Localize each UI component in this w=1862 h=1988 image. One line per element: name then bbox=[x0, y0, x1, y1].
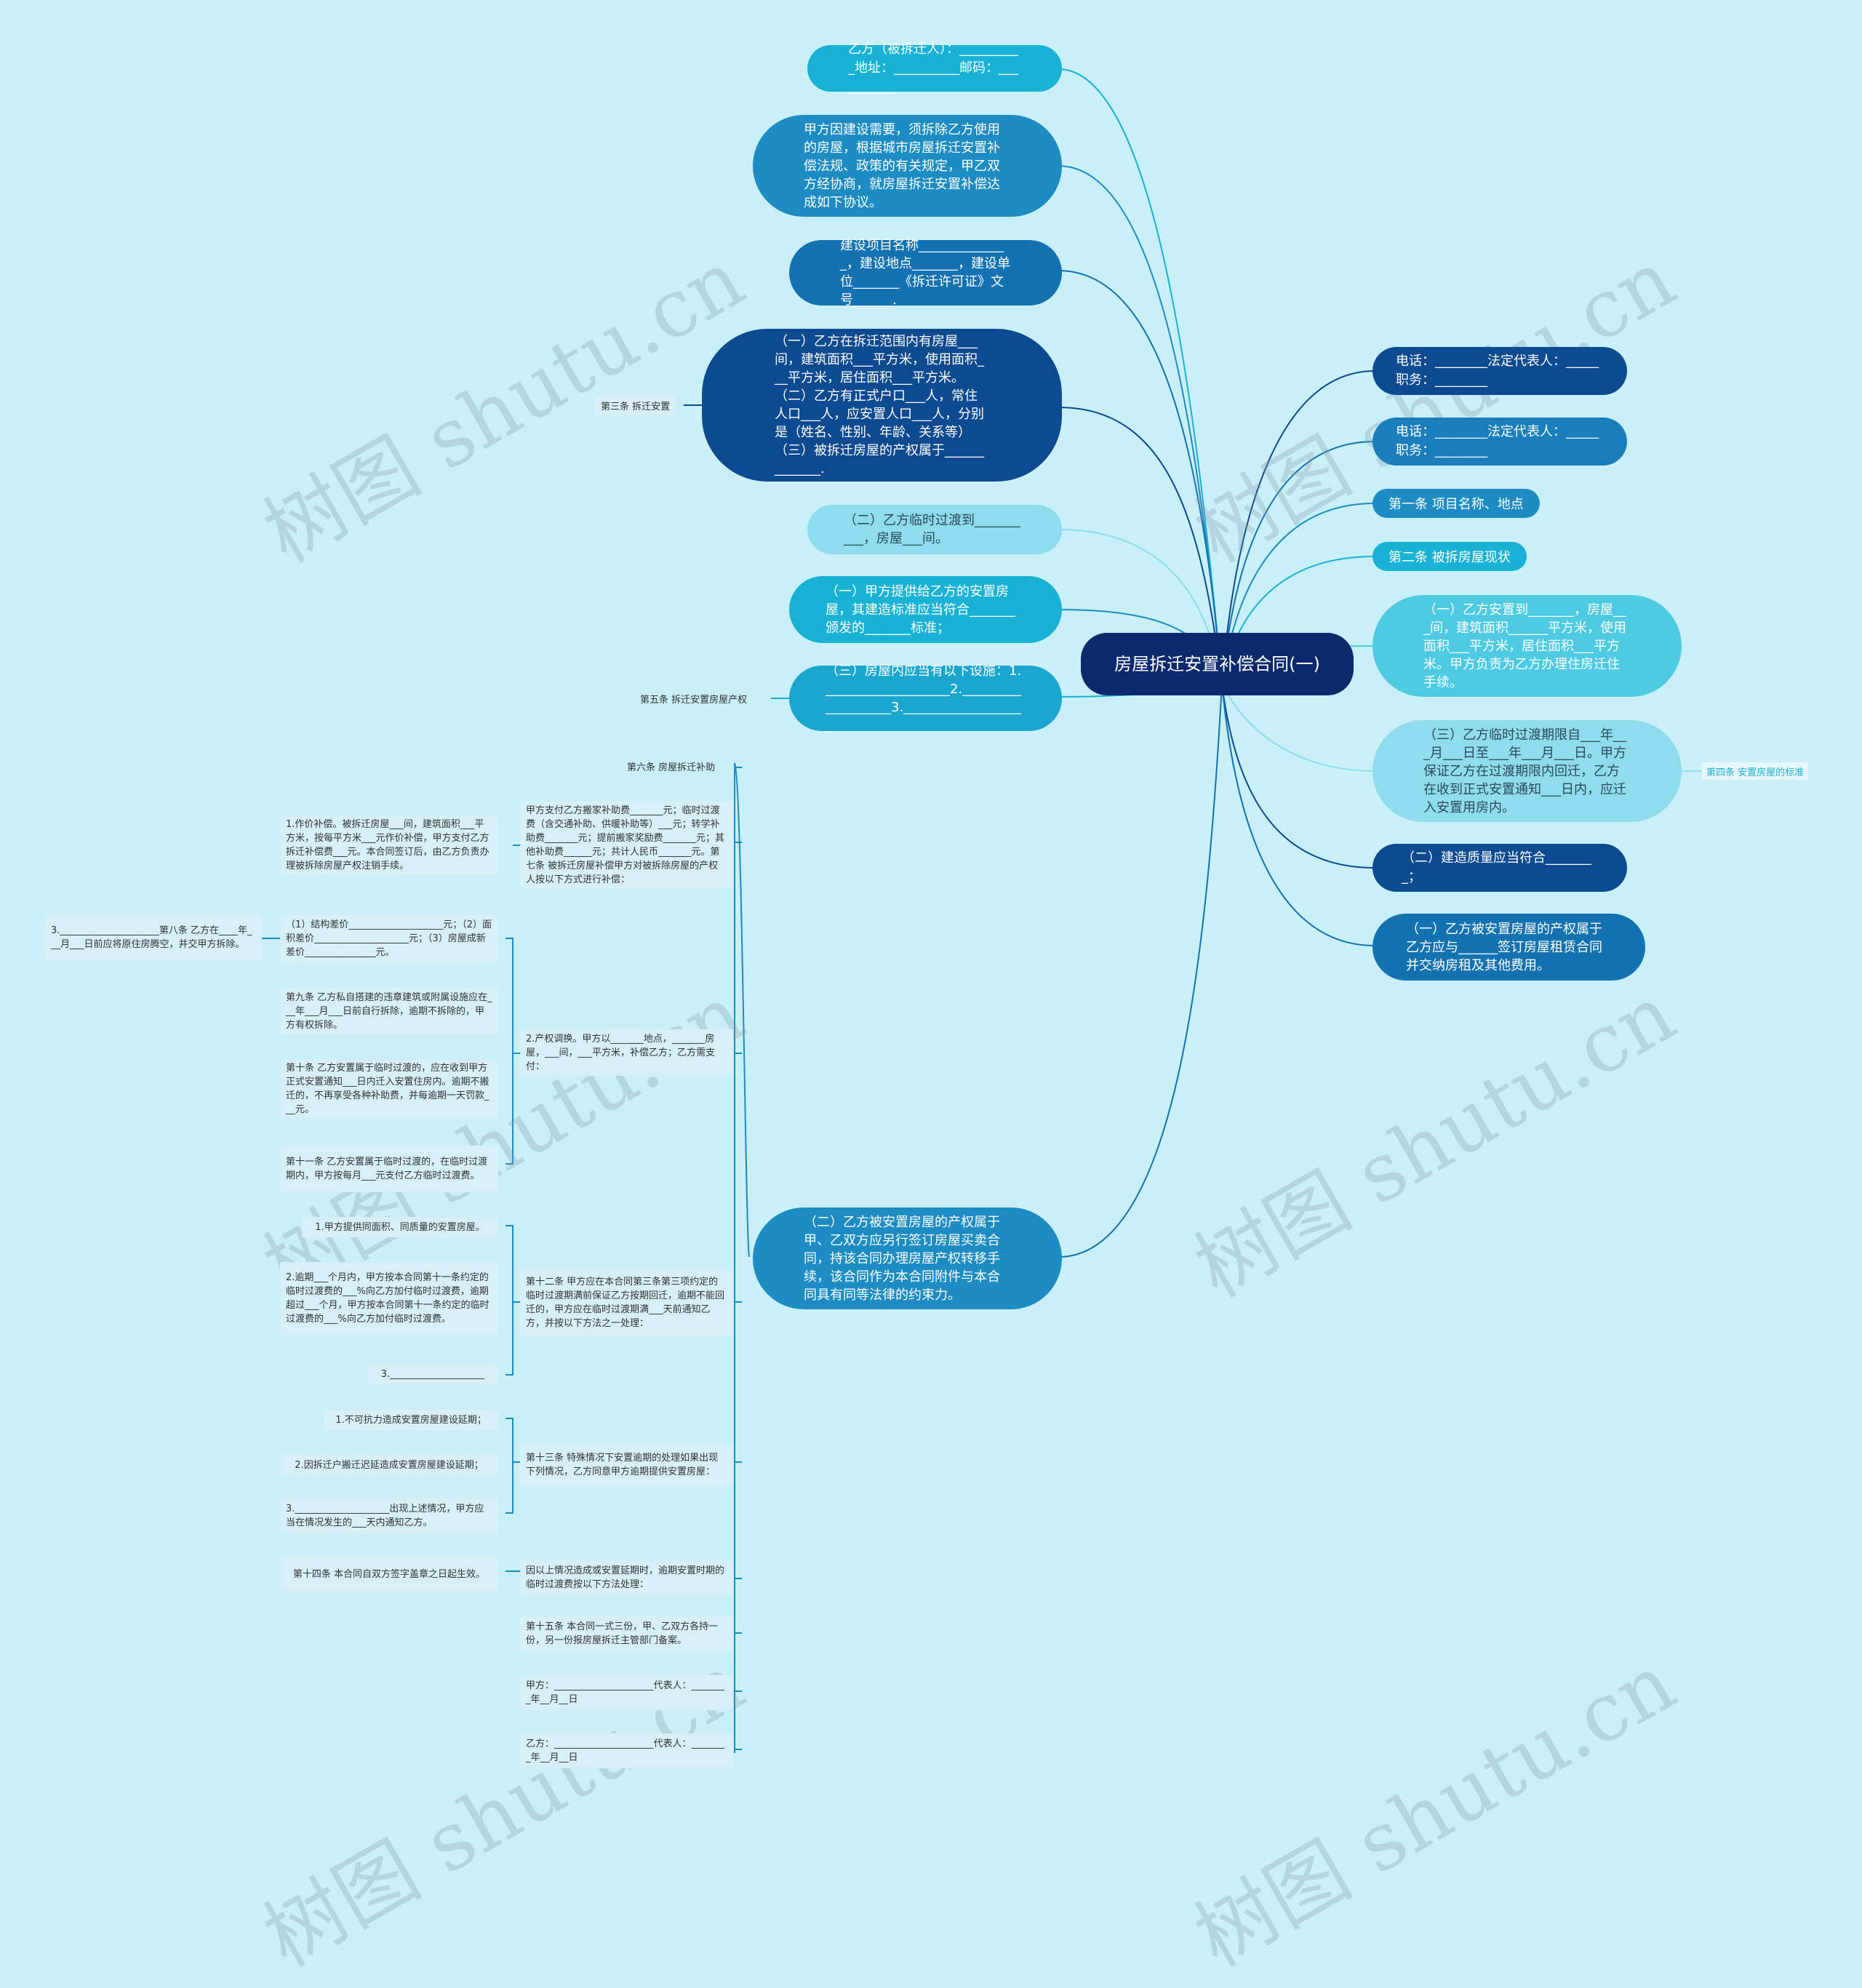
party-b-node[interactable]: 乙方（被拆迁人）：__________地址：__________邮码：_____… bbox=[807, 41, 1062, 95]
same-house-item[interactable]: 1.甲方提供同面积、同质量的安置房屋。 bbox=[302, 1217, 498, 1237]
standard-node[interactable]: （一）甲方提供给乙方的安置房屋，其建造标准应当符合_______颁发的_____… bbox=[789, 576, 1062, 643]
resettle-node[interactable]: （一）乙方安置到_______，房屋___间，建筑面积______平方米，使用面… bbox=[1372, 595, 1682, 697]
watermark: 树图 shutu.cn bbox=[1180, 967, 1690, 1315]
period-node[interactable]: （三）乙方临时过渡期限自___年___月___日至___年___月___日。甲方… bbox=[1372, 720, 1682, 822]
price-difference-item[interactable]: （1）结构差价____________________元；（2）面积差价____… bbox=[280, 915, 498, 962]
article2-node[interactable]: 第二条 被拆房屋现状 bbox=[1372, 542, 1527, 571]
delay-move-item[interactable]: 2.因拆迁户搬迁迟延造成安置房屋建设延期； bbox=[280, 1455, 498, 1475]
article15-item[interactable]: 第十五条 本合同一式三份，甲、乙双方各持一份，另一份报房屋拆迁主管部门备案。 bbox=[520, 1616, 733, 1651]
subsidy-item[interactable]: 甲方支付乙方搬家补助费_______元；临时过渡费（含交通补助、供暖补助等）__… bbox=[520, 802, 733, 889]
phone-node-2[interactable]: 电话：________法定代表人：_____职务：________ bbox=[1372, 418, 1627, 466]
property-node[interactable]: （二）乙方被安置房屋的产权属于甲、乙双方应另行签订房屋买卖合同，持该合同办理房屋… bbox=[753, 1207, 1062, 1309]
article14-item[interactable]: 第十四条 本合同自双方签字盖章之日起生效。 bbox=[280, 1557, 498, 1592]
article6-label[interactable]: 第六条 房屋拆迁补助 bbox=[627, 762, 716, 773]
article9-item[interactable]: 第九条 乙方私自搭建的违章建筑或附属设施应在___年___月___日前自行拆除，… bbox=[280, 988, 498, 1034]
quality-node[interactable]: （二）建造质量应当符合________； bbox=[1372, 844, 1627, 892]
blank-item[interactable]: 3.____________________ bbox=[367, 1365, 498, 1384]
lease-node[interactable]: （一）乙方被安置房屋的产权属于乙方应与______签订房屋租赁合同并交纳房租及其… bbox=[1372, 914, 1645, 981]
facilities-node[interactable]: （三）房屋内应当有以下设施：1.___________________2.___… bbox=[789, 663, 1062, 733]
cash-compensation-item[interactable]: 1.作价补偿。被拆迁房屋___间，建筑面积___平方米，按每平方米___元作价补… bbox=[280, 816, 498, 874]
article5-label[interactable]: 第五条 拆迁安置房屋产权 bbox=[640, 694, 748, 706]
preamble-node[interactable]: 甲方因建设需要，须拆除乙方使用的房屋，根据城市房屋拆迁安置补偿法规、政策的有关规… bbox=[753, 115, 1062, 217]
article4-label[interactable]: 第四条 安置房屋的标准 bbox=[1702, 762, 1809, 780]
project-node[interactable]: 建设项目名称______________，建设地点_______，建设单位___… bbox=[789, 238, 1062, 308]
relocation-node[interactable]: （一）乙方在拆迁范围内有房屋___间，建筑面积___平方米，使用面积___平方米… bbox=[702, 329, 1062, 482]
party-a-sign-item[interactable]: 甲方：_____________________代表人：________年__月… bbox=[520, 1675, 733, 1710]
watermark: 树图 shutu.cn bbox=[1180, 1636, 1690, 1984]
transition-node[interactable]: （二）乙方临时过渡到__________，房屋___间。 bbox=[807, 505, 1062, 554]
article8-item[interactable]: 3._____________________第八条 乙方在____年___月_… bbox=[45, 914, 262, 961]
party-b-sign-item[interactable]: 乙方：_____________________代表人：________年__月… bbox=[520, 1733, 733, 1768]
article11-item[interactable]: 第十一条 乙方安置属于临时过渡的，在临时过渡期内，甲方按每月___元支付乙方临时… bbox=[280, 1146, 498, 1192]
article1-node[interactable]: 第一条 项目名称、地点 bbox=[1372, 489, 1540, 518]
article13-item[interactable]: 第十三条 特殊情况下安置逾期的处理如果出现下列情况，乙方同意甲方逾期提供安置房屋… bbox=[520, 1444, 733, 1486]
notice-item[interactable]: 3.____________________出现上述情况，甲方应当在情况发生的_… bbox=[280, 1498, 498, 1533]
overdue-item[interactable]: 2.逾期___个月内，甲方按本合同第十一条约定的临时过渡费的___%向乙方加付临… bbox=[280, 1262, 498, 1335]
watermark: 树图 shutu.cn bbox=[249, 232, 759, 580]
force-majeure-item[interactable]: 1.不可抗力造成安置房屋建设延期； bbox=[324, 1410, 498, 1430]
watermark: 树图 shutu.cn bbox=[1180, 232, 1690, 580]
article12-item[interactable]: 第十二条 甲方应在本合同第三条第三项约定的临时过渡期满前保证乙方按期回迁，逾期不… bbox=[520, 1269, 733, 1336]
root-node[interactable]: 房屋拆迁安置补偿合同(一) bbox=[1081, 633, 1354, 695]
phone-node-1[interactable]: 电话：________法定代表人：_____职务：________ bbox=[1372, 347, 1627, 395]
delay-item[interactable]: 因以上情况造成或安置延期时，逾期安置时期的临时过渡费按以下方法处理： bbox=[520, 1560, 733, 1595]
article10-item[interactable]: 第十条 乙方安置属于临时过渡的，应在收到甲方正式安置通知___日内迁入安置住房内… bbox=[280, 1060, 498, 1118]
article3-label[interactable]: 第三条 拆迁安置 bbox=[595, 395, 676, 415]
exchange-item[interactable]: 2.产权调换。甲方以_______地点，_______房屋，___间，___平方… bbox=[520, 1029, 733, 1076]
